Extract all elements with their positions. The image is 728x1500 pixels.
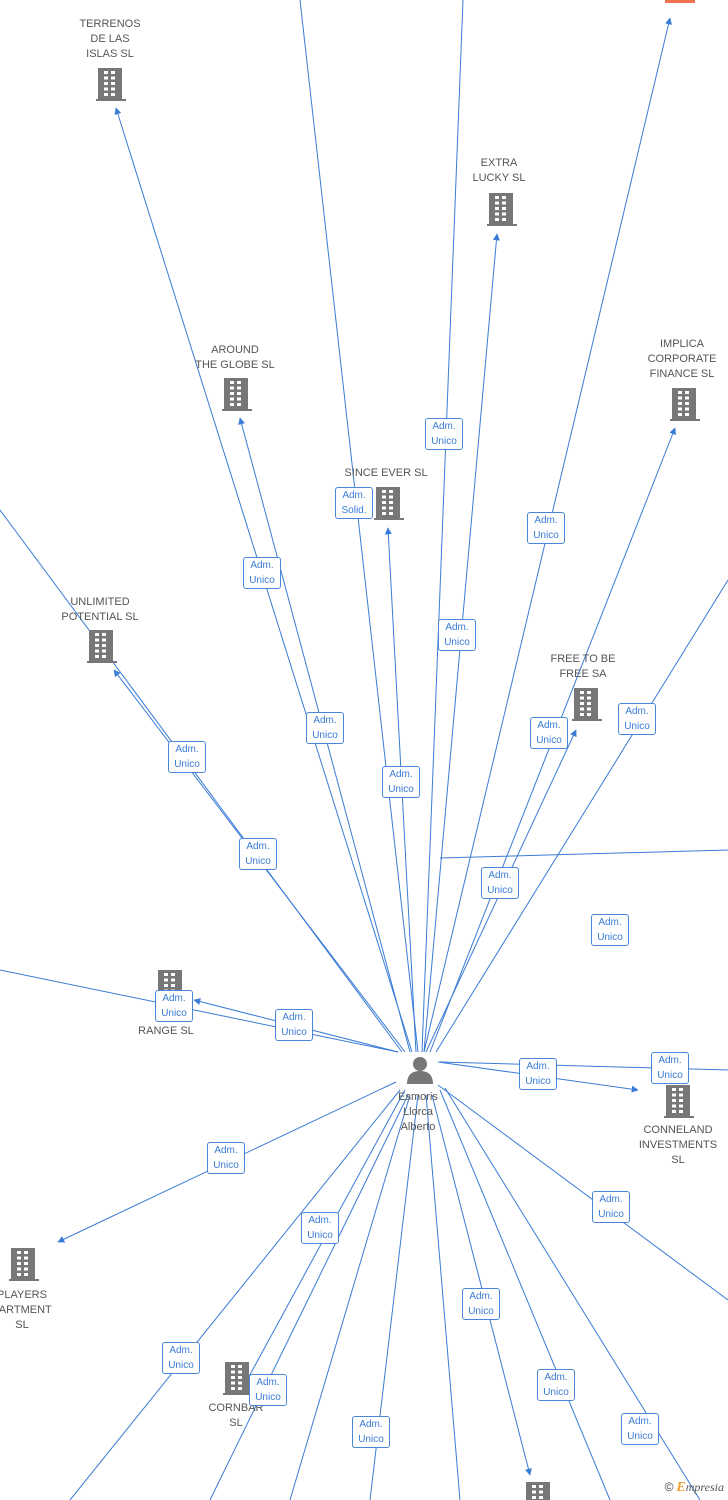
- building-icon[interactable]: [223, 1362, 253, 1395]
- relationship-edge: [289, 1094, 411, 1500]
- relationship-edge: [437, 1084, 728, 1301]
- building-icon[interactable]: [222, 378, 252, 411]
- company-label-unlimited[interactable]: UNLIMITED POTENTIAL SL: [61, 596, 139, 623]
- relation-badge[interactable]: Adm.Unico: [618, 703, 656, 735]
- relation-badge[interactable]: Adm.Unico: [306, 712, 344, 744]
- building-icon[interactable]: [96, 68, 126, 101]
- relationship-edge: [0, 509, 403, 1053]
- building-icon[interactable]: [524, 1482, 554, 1500]
- relation-badge[interactable]: Adm.Unico: [591, 914, 629, 946]
- relation-badge[interactable]: Adm.Unico: [425, 418, 463, 450]
- company-label-free[interactable]: FREE TO BE FREE SA: [550, 653, 616, 680]
- person-node[interactable]: [404, 1054, 436, 1091]
- relation-badge[interactable]: Adm.Unico: [275, 1009, 313, 1041]
- buildings: [9, 68, 700, 1500]
- relation-badge[interactable]: Adm.Unico: [462, 1288, 500, 1320]
- person-icon: [407, 1057, 433, 1084]
- relation-badge[interactable]: Adm.Unico: [530, 717, 568, 749]
- relationship-edge: [439, 849, 728, 859]
- relationship-edge: [435, 579, 728, 1053]
- relation-badge[interactable]: Adm.Unico: [239, 838, 277, 870]
- relationship-edge: [439, 1089, 611, 1500]
- building-icon[interactable]: [572, 688, 602, 721]
- relation-badge[interactable]: Adm.Unico: [527, 512, 565, 544]
- company-label-around[interactable]: AROUND THE GLOBE SL: [195, 344, 275, 371]
- relation-badge[interactable]: Adm.Unico: [155, 990, 193, 1022]
- company-label-implica[interactable]: IMPLICA CORPORATE FINANCE SL: [647, 338, 717, 380]
- building-icon[interactable]: [9, 1248, 39, 1281]
- relationship-edge: [425, 1094, 461, 1500]
- relation-badge[interactable]: Adm.Unico: [537, 1369, 575, 1401]
- company-label-players[interactable]: PLAYERS PARTMENT SL: [0, 1289, 52, 1331]
- building-icon[interactable]: [670, 388, 700, 421]
- accent-marker: [665, 0, 695, 3]
- company-label-conneland[interactable]: CONNELAND INVESTMENTS SL: [638, 1124, 718, 1166]
- relation-badge[interactable]: Adm.Unico: [301, 1212, 339, 1244]
- relation-badge[interactable]: Adm.Unico: [519, 1058, 557, 1090]
- brand-name: mpresia: [685, 1480, 724, 1494]
- relationship-edge: [431, 1094, 532, 1476]
- relationship-edge: [421, 0, 464, 1053]
- relationship-edge: [209, 1094, 409, 1500]
- relation-badge[interactable]: Adm.Unico: [243, 557, 281, 589]
- company-label-since-ever[interactable]: SINCE EVER SL: [344, 467, 428, 479]
- relationship-edge: [69, 1089, 401, 1500]
- relation-badge[interactable]: Adm.Unico: [352, 1416, 390, 1448]
- relationship-edge: [299, 0, 419, 1053]
- relation-badge[interactable]: Adm.Unico: [249, 1374, 287, 1406]
- relation-badge[interactable]: Adm.Unico: [438, 619, 476, 651]
- relation-badge[interactable]: Adm.Solid.: [335, 487, 373, 519]
- building-icon[interactable]: [87, 630, 117, 663]
- relation-badge[interactable]: Adm.Unico: [592, 1191, 630, 1223]
- relationship-edge: [0, 969, 399, 1053]
- relation-badge[interactable]: Adm.Unico: [207, 1142, 245, 1174]
- relation-badge[interactable]: Adm.Unico: [162, 1342, 200, 1374]
- relation-badge[interactable]: Adm.Unico: [621, 1413, 659, 1445]
- company-label-extra-lucky[interactable]: EXTRA LUCKY SL: [472, 157, 526, 184]
- relation-badge[interactable]: Adm.Unico: [481, 867, 519, 899]
- person-name[interactable]: Esmoris Llorca Alberto: [398, 1091, 438, 1133]
- copyright-symbol: ©: [664, 1480, 674, 1494]
- relation-badge[interactable]: Adm.Unico: [168, 741, 206, 773]
- building-icon[interactable]: [374, 487, 404, 520]
- brand-logo: © Empresia: [665, 1480, 724, 1496]
- brand-first-letter: E: [676, 1480, 686, 1495]
- building-icon[interactable]: [664, 1085, 694, 1118]
- company-label-terrenos[interactable]: TERRENOS DE LAS ISLAS SL: [79, 18, 141, 60]
- relation-badge[interactable]: Adm.Unico: [651, 1052, 689, 1084]
- building-icon[interactable]: [487, 193, 517, 226]
- relation-badge[interactable]: Adm.Unico: [382, 766, 420, 798]
